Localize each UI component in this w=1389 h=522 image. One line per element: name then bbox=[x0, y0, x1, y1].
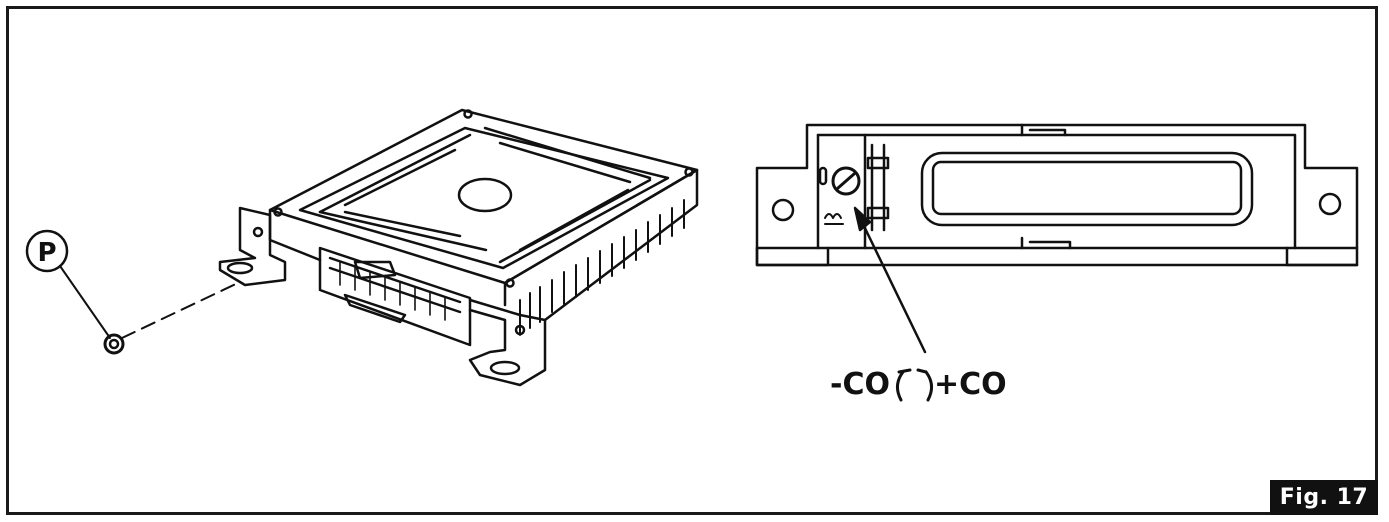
rotation-arrows-icon bbox=[896, 368, 933, 402]
adjust-label-plus: +CO bbox=[934, 367, 1007, 402]
figure-border bbox=[6, 6, 1378, 515]
ecu-unit-illustration bbox=[218, 108, 699, 387]
part-marker: P bbox=[37, 238, 56, 268]
adjust-label-minus: -CO bbox=[830, 367, 890, 402]
adjust-screw-leader bbox=[853, 206, 927, 354]
figure-number-label: Fig. 17 bbox=[1270, 480, 1378, 515]
ecu-end-view bbox=[755, 123, 1359, 267]
part-p-callout bbox=[25, 229, 241, 355]
